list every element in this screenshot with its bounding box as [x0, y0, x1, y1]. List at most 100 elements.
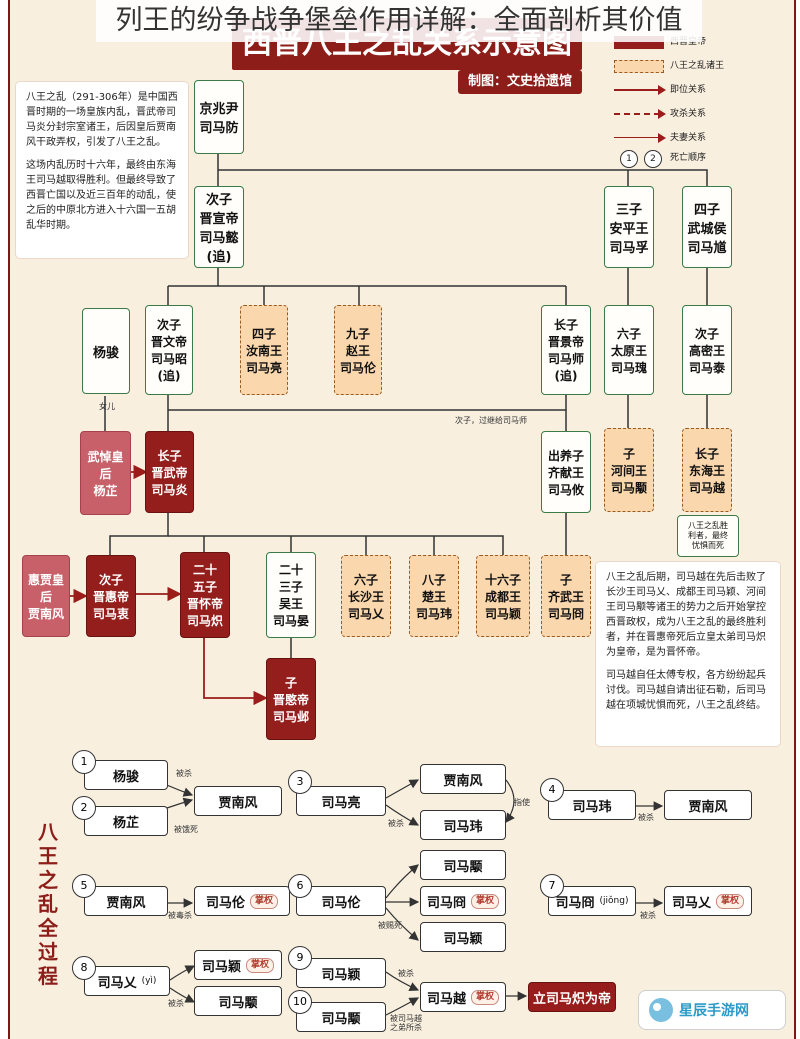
flow-name: 贾南风 — [218, 795, 258, 811]
flow-note: 被杀 — [388, 819, 404, 828]
summary-note: 八王之乱后期，司马越在先后击败了长沙王司马乂、成都王司马颖、河间王司马颙等诸王的… — [596, 562, 780, 746]
flow-note: 被饿死 — [174, 825, 198, 834]
flow-name: 司马颙 — [443, 859, 483, 875]
step-number: 4 — [540, 778, 564, 802]
power-tag: 掌权 — [471, 989, 500, 1005]
node-sima-ai: 六子 长沙王 司马乂 — [341, 555, 391, 637]
legend-marriage: 夫妻关系 — [614, 130, 784, 146]
power-tag: 掌权 — [250, 893, 279, 909]
node-sima-wei: 八子 楚王 司马玮 — [409, 555, 459, 637]
legend-line-thin — [614, 137, 660, 138]
node-sima-kui: 四子 武城侯 司马馗 — [682, 186, 732, 268]
flow-name: 司马伦 — [205, 895, 245, 911]
flow-name: 司马玮 — [443, 819, 483, 835]
legend-attack: 攻杀关系 — [614, 106, 784, 122]
node-jia-nanfeng: 惠贾皇 后 贾南风 — [22, 555, 70, 637]
flow-sima-jiong-1: 司马冏掌权 — [420, 886, 506, 916]
node-sima-fu: 三子 安平王 司马孚 — [604, 186, 654, 268]
legend-line-solid — [614, 89, 660, 91]
legend-arrow-icon — [658, 133, 666, 143]
node-sima-shi: 长子 晋景帝 司马师 (追) — [541, 305, 591, 395]
flow-title: 八 王 之 乱 全 过 程 — [38, 820, 58, 988]
flow-note: 被杀 — [638, 813, 654, 822]
label-daughter: 女儿 — [99, 402, 115, 411]
node-sima-yan-wu: 二十 三子 吴王 司马晏 — [266, 552, 316, 638]
legend-prince: 八王之乱诸王 — [614, 58, 784, 74]
node-sima-zhao: 次子 晋文帝 司马昭 (追) — [145, 305, 193, 395]
flow-name: 贾南风 — [443, 773, 483, 789]
flow-sima-jiong-2: 司马冏 (jiǒng) — [548, 886, 636, 916]
label-adopted: 次子，过继给司马师 — [455, 416, 527, 425]
flow-name: 司马冏 — [426, 895, 466, 911]
flow-note: 被杀 — [168, 999, 184, 1008]
step-number: 8 — [72, 956, 96, 980]
flow-jia-nanfeng-2: 贾南风 — [420, 764, 506, 794]
flow-note: 被毒杀 — [168, 911, 192, 920]
flow-sima-ai-2: 司马乂 (yì) — [84, 966, 170, 996]
flow-sima-lun-1: 司马伦掌权 — [194, 886, 290, 916]
legend-label: 即位关系 — [670, 85, 707, 95]
intro-paragraph-1: 八王之乱（291-306年）是中国西晋时期的一场皇族内乱，晋武帝司马炎分封宗室诸… — [26, 92, 178, 148]
flow-name: 司马越 — [426, 991, 466, 1007]
flow-name: 司马冏 — [555, 895, 595, 911]
intro-paragraph-2: 这场内乱历时十六年，最终由东海王司马越取得胜利。但最终导致了西晋亡国以及近三百年… — [26, 160, 176, 231]
flow-sima-yue: 司马越掌权 — [420, 982, 506, 1012]
node-sima-lun: 九子 赵王 司马伦 — [334, 305, 382, 395]
flow-name: 杨芷 — [112, 815, 139, 831]
summary-paragraph-1: 八王之乱后期，司马越在先后击败了长沙王司马乂、成都王司马颖、河间王司马颙等诸王的… — [606, 572, 766, 658]
flow-sima-ying-3: 司马颖 — [296, 958, 386, 988]
step-number: 10 — [288, 990, 312, 1014]
flow-note: 指使 — [514, 798, 530, 807]
node-sima-gui: 六子 太原王 司马瑰 — [604, 305, 654, 395]
step-number: 5 — [72, 874, 96, 898]
node-sima-jiong: 子 齐武王 司马冏 — [541, 555, 591, 637]
flow-jia-nanfeng-1: 贾南风 — [194, 786, 282, 816]
legend: 西晋皇帝 八王之乱诸王 即位关系 攻杀关系 夫妻关系 1 2 死亡顺序 — [614, 34, 784, 170]
legend-label: 西晋皇帝 — [670, 37, 707, 47]
legend-succession: 即位关系 — [614, 82, 784, 98]
node-sima-zhong: 次子 晋惠帝 司马衷 — [86, 555, 136, 637]
node-sima-liang: 四子 汝南王 司马亮 — [240, 305, 288, 395]
flow-jia-nanfeng-3: 贾南风 — [664, 790, 752, 820]
flow-name: 司马乂 — [671, 895, 711, 911]
node-sima-tai: 次子 高密王 司马泰 — [682, 305, 732, 395]
flow-name: 司马颙 — [321, 1011, 361, 1027]
flow-sima-yong-3: 司马颙 — [296, 1002, 386, 1032]
flow-sima-yong-2: 司马颙 — [194, 986, 282, 1016]
node-sima-yue: 长子 东海王 司马越 — [682, 428, 732, 512]
flow-name: 司马颖 — [443, 931, 483, 947]
legend-arrow-icon — [658, 85, 666, 95]
death-order-2: 2 — [644, 150, 662, 168]
flow-sima-liang: 司马亮 — [296, 786, 386, 816]
power-tag: 掌权 — [471, 893, 500, 909]
flow-name: 杨骏 — [112, 769, 139, 785]
flow-sima-lun-2: 司马伦 — [296, 886, 386, 916]
legend-label: 八王之乱诸王 — [670, 61, 725, 71]
step-number: 1 — [72, 750, 96, 774]
flow-sima-ying-1: 司马颖 — [420, 922, 506, 952]
node-sima-yong: 子 河间王 司马颙 — [604, 428, 654, 512]
watermark-logo-icon — [649, 998, 673, 1022]
flow-sima-yong-1: 司马颙 — [420, 850, 506, 880]
legend-label: 夫妻关系 — [670, 133, 707, 143]
flow-result-text: 立司马炽为帝 — [532, 991, 611, 1007]
flow-name: 司马颖 — [321, 967, 361, 983]
watermark: 星辰手游网 — [638, 990, 786, 1030]
flow-name: 贾南风 — [106, 895, 146, 911]
flow-name: 司马颖 — [201, 959, 241, 975]
pinyin-label: (jiǒng) — [599, 896, 629, 906]
step-number: 9 — [288, 946, 312, 970]
credit-label: 制图：文史拾遗馆 — [458, 70, 582, 94]
flow-name: 司马乂 — [97, 975, 137, 991]
step-number: 2 — [72, 796, 96, 820]
summary-paragraph-2: 司马越自任太傅专权，各方纷纷起兵讨伐。司马越自请出征石勒，后司马越在项城忧惧而死… — [606, 670, 766, 711]
step-number: 7 — [540, 874, 564, 898]
death-order-1: 1 — [620, 150, 638, 168]
flow-result: 立司马炽为帝 — [528, 982, 616, 1012]
pinyin-label: (yì) — [141, 976, 157, 986]
flow-name: 司马亮 — [321, 795, 361, 811]
legend-label: 死亡顺序 — [670, 153, 707, 163]
legend-label: 攻杀关系 — [670, 109, 707, 119]
